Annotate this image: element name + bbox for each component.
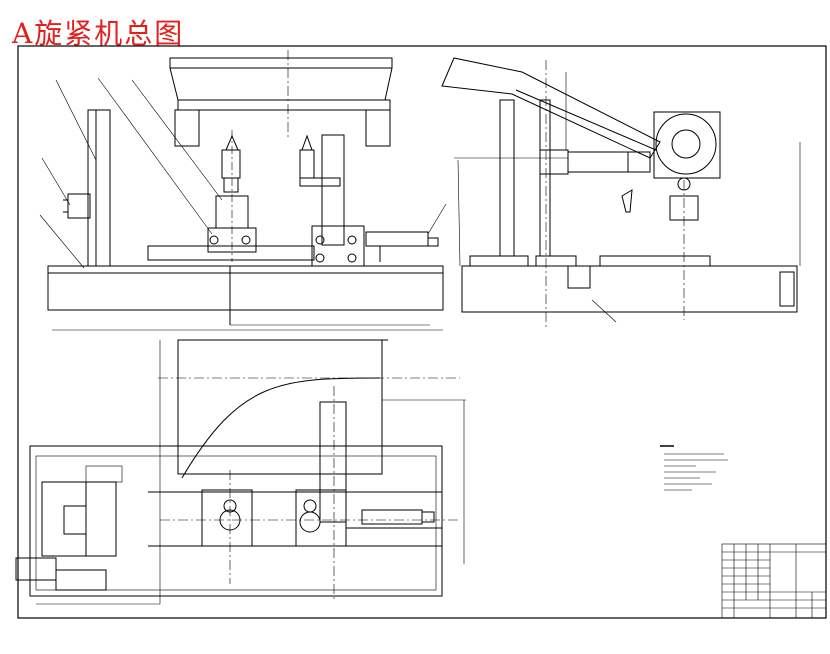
top-view xyxy=(15,339,466,605)
front-view xyxy=(39,50,447,331)
side-view xyxy=(441,57,801,330)
technical-notes xyxy=(660,445,728,491)
sheet-border xyxy=(17,45,827,619)
drawing-title: A旋紧机总图 xyxy=(12,17,185,50)
title-block xyxy=(721,543,827,619)
